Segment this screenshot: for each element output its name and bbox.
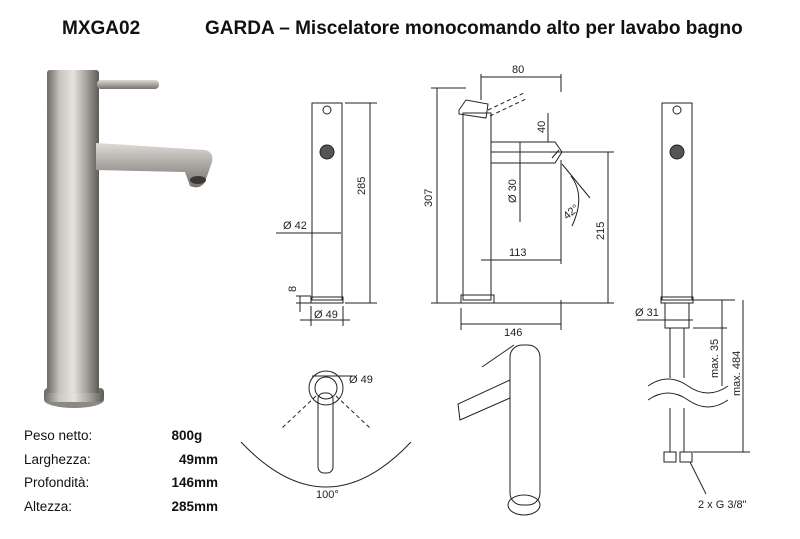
product-title: GARDA – Miscelatore monocomando alto per… [205, 18, 743, 39]
faucet-photo [44, 70, 213, 408]
dim-max-hose: max. 484 [731, 351, 743, 396]
spec-unit: mm [194, 498, 219, 514]
dim-thread-diameter: Ø 31 [635, 307, 659, 319]
dim-lever-offset: 40 [536, 121, 548, 133]
product-code: MXGA02 [62, 18, 141, 39]
dim-spout-diameter: Ø 30 [507, 179, 519, 203]
dim-base-height: 8 [287, 286, 299, 292]
spec-value: 800 [171, 428, 194, 443]
spec-value: 146 [171, 475, 194, 490]
spec-label: Altezza: [24, 498, 73, 514]
dim-rotation: 100° [316, 489, 339, 501]
spec-unit: mm [194, 451, 219, 467]
spec-label: Larghezza: [24, 451, 91, 467]
dim-front-height: 285 [356, 177, 368, 195]
dim-max-thread: max. 35 [709, 339, 721, 378]
dim-top-diameter: Ø 49 [349, 374, 373, 386]
spec-table: Peso netto: 800 g Larghezza: 49 mm Profo… [24, 428, 224, 522]
spec-label: Profondità: [24, 475, 90, 490]
spec-unit: g [194, 428, 203, 443]
dim-front-diameter: Ø 42 [283, 220, 307, 232]
dim-lever-length: 80 [512, 64, 524, 76]
spec-row-height: Altezza: 285 mm [24, 499, 224, 523]
dim-side-total: 307 [423, 189, 435, 207]
spec-label: Peso netto: [24, 428, 93, 443]
dim-base-diameter: Ø 49 [314, 309, 338, 321]
spec-value: 49 [178, 451, 194, 467]
dim-total-depth: 146 [504, 327, 522, 339]
dim-spout-height: 215 [595, 222, 607, 240]
spec-row-depth: Profondità: 146 mm [24, 475, 224, 499]
dim-connection: 2 x G 3/8" [698, 499, 747, 511]
spec-value: 285 [171, 498, 194, 514]
spec-row-width: Larghezza: 49 mm [24, 452, 224, 476]
spec-unit: mm [194, 475, 219, 490]
dim-spout-reach: 113 [509, 247, 527, 259]
spec-row-weight: Peso netto: 800 g [24, 428, 224, 452]
